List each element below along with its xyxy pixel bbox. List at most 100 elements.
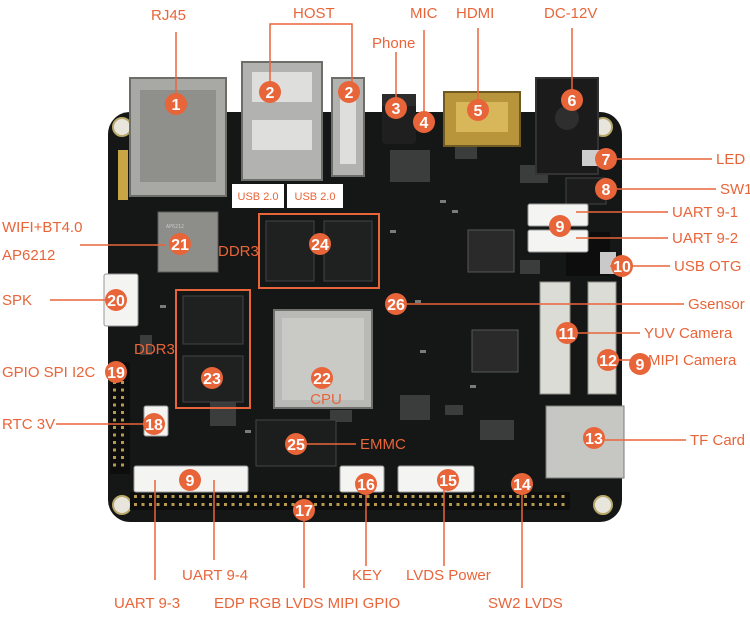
marker-number: 25 bbox=[287, 437, 305, 454]
pin bbox=[149, 503, 152, 506]
marker-4: 4 bbox=[413, 111, 435, 133]
marker-15: 15 bbox=[437, 469, 459, 491]
marker-12: 12 bbox=[597, 349, 619, 371]
marker-circle bbox=[293, 499, 315, 521]
label-mipi: MIPI Camera bbox=[648, 352, 737, 369]
label-emmc: EMMC bbox=[360, 436, 406, 453]
pin bbox=[194, 495, 197, 498]
pin bbox=[186, 503, 190, 506]
pin bbox=[351, 495, 355, 498]
marker-circle bbox=[143, 413, 165, 435]
pin bbox=[216, 503, 220, 506]
pin bbox=[121, 411, 124, 414]
pin bbox=[209, 495, 212, 498]
marker-circle bbox=[259, 81, 281, 103]
marker-circle bbox=[385, 293, 407, 315]
marker-number: 4 bbox=[420, 115, 429, 132]
pin bbox=[359, 503, 362, 506]
pin bbox=[509, 503, 512, 506]
pin bbox=[113, 433, 116, 437]
pin bbox=[254, 495, 257, 498]
pin bbox=[449, 495, 452, 498]
pin bbox=[171, 503, 175, 506]
label-yuv: YUV Camera bbox=[644, 325, 733, 342]
marker-circle bbox=[629, 353, 651, 375]
marker-number: 5 bbox=[474, 103, 483, 120]
ddr3-left-chips bbox=[175, 289, 251, 409]
marker-number: 24 bbox=[311, 237, 329, 254]
pin bbox=[336, 495, 340, 498]
marker-number: 7 bbox=[602, 152, 611, 169]
pin bbox=[321, 495, 325, 498]
pin bbox=[426, 495, 430, 498]
marker-number: 2 bbox=[345, 85, 354, 102]
marker-number: 20 bbox=[107, 293, 125, 310]
pin bbox=[134, 495, 137, 498]
marker-circle bbox=[467, 99, 489, 121]
marker-number: 8 bbox=[602, 182, 611, 199]
pin bbox=[366, 503, 370, 506]
pin bbox=[231, 503, 235, 506]
pin bbox=[561, 503, 565, 506]
pin bbox=[113, 403, 116, 407]
marker-number: 3 bbox=[392, 101, 401, 118]
marker-circle bbox=[105, 361, 127, 383]
pin bbox=[411, 503, 415, 506]
pin bbox=[381, 503, 385, 506]
pin bbox=[336, 503, 340, 506]
marker-16: 16 bbox=[355, 473, 377, 495]
marker-number: 15 bbox=[439, 473, 457, 490]
pin bbox=[314, 495, 317, 498]
pin bbox=[396, 503, 400, 506]
marker-14: 14 bbox=[511, 473, 533, 495]
pin bbox=[471, 503, 475, 506]
marker-6: 6 bbox=[561, 89, 583, 111]
marker-18: 18 bbox=[143, 413, 165, 435]
pin bbox=[479, 495, 482, 498]
label-lvdspower: LVDS Power bbox=[406, 567, 491, 584]
marker-circle bbox=[385, 97, 407, 119]
pin bbox=[524, 503, 527, 506]
marker-7: 7 bbox=[595, 148, 617, 170]
marker-number: 9 bbox=[636, 357, 645, 374]
pin bbox=[419, 503, 422, 506]
marker-number: 16 bbox=[357, 477, 375, 494]
label-ap: AP6212 bbox=[2, 247, 55, 264]
label-sw1: SW1 bbox=[720, 181, 750, 198]
pin bbox=[224, 495, 227, 498]
pin bbox=[113, 388, 116, 392]
pin bbox=[113, 463, 116, 467]
pin bbox=[329, 503, 332, 506]
pin bbox=[121, 441, 124, 444]
pin bbox=[539, 495, 542, 498]
label-mic: MIC bbox=[410, 5, 438, 22]
pin bbox=[471, 495, 475, 498]
marker-circle bbox=[549, 215, 571, 237]
marker-circle bbox=[595, 178, 617, 200]
pin bbox=[441, 503, 445, 506]
marker-circle bbox=[611, 255, 633, 277]
pin bbox=[494, 503, 497, 506]
marker-number: 14 bbox=[513, 477, 531, 494]
marker-8: 8 bbox=[595, 178, 617, 200]
pin bbox=[231, 495, 235, 498]
ddr3-top-chips bbox=[258, 213, 380, 289]
label-usbotg: USB OTG bbox=[674, 258, 742, 275]
pin bbox=[269, 495, 272, 498]
marker-number: 1 bbox=[172, 97, 181, 114]
pin bbox=[121, 463, 124, 467]
marker-circle bbox=[179, 469, 201, 491]
pin bbox=[456, 495, 460, 498]
marker-circle bbox=[285, 433, 307, 455]
marker-circle bbox=[413, 111, 435, 133]
label-uart91: UART 9-1 bbox=[672, 204, 738, 221]
pin bbox=[389, 503, 392, 506]
pin bbox=[291, 503, 295, 506]
marker-circle bbox=[595, 148, 617, 170]
pin bbox=[456, 503, 460, 506]
pin bbox=[239, 503, 242, 506]
pin bbox=[486, 495, 490, 498]
pin bbox=[329, 495, 332, 498]
marker-3: 3 bbox=[385, 97, 407, 119]
